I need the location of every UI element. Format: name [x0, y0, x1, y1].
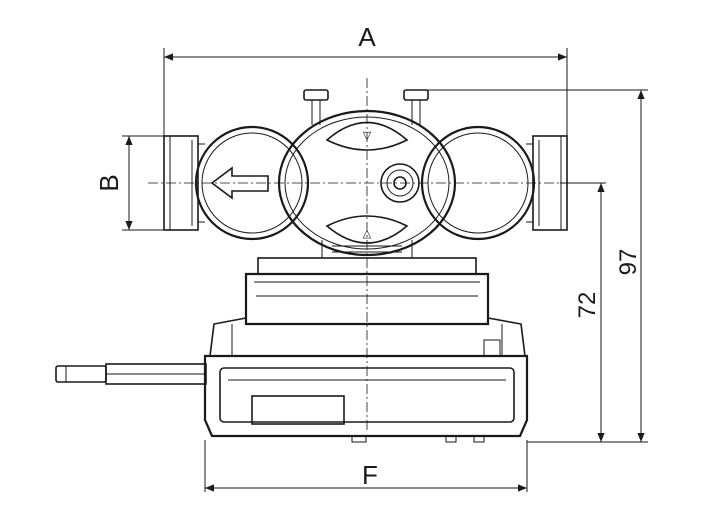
upper-grip: [325, 121, 409, 151]
valve-body: [163, 125, 568, 241]
spindle: [380, 163, 420, 203]
dimension-97-label: 97: [615, 249, 642, 276]
selector-knob: ▽ △: [277, 109, 457, 257]
label-window: [251, 395, 345, 425]
power-cable: [55, 363, 207, 385]
dimension-72-label: 72: [574, 292, 601, 319]
lower-grip: [325, 215, 409, 244]
upper-grip-symbol: ▽: [363, 130, 372, 142]
right-chamber: [420, 125, 536, 241]
dimension-b: B: [94, 135, 164, 231]
top-studs: [303, 89, 429, 125]
dimension-f-label: F: [362, 460, 378, 490]
left-chamber: [194, 125, 310, 241]
dimension-b-label: B: [94, 174, 124, 191]
actuator-housing: [203, 257, 529, 443]
actuator-base: [203, 354, 529, 438]
dimension-a: A: [163, 22, 568, 136]
flow-arrow-icon: [210, 166, 269, 200]
left-port: [163, 135, 205, 231]
dimension-f: F: [204, 440, 528, 492]
dimension-a-label: A: [358, 22, 376, 52]
lower-grip-symbol: △: [363, 228, 372, 240]
actuator-neck: [321, 240, 413, 258]
dimension-97: 97: [420, 89, 648, 443]
